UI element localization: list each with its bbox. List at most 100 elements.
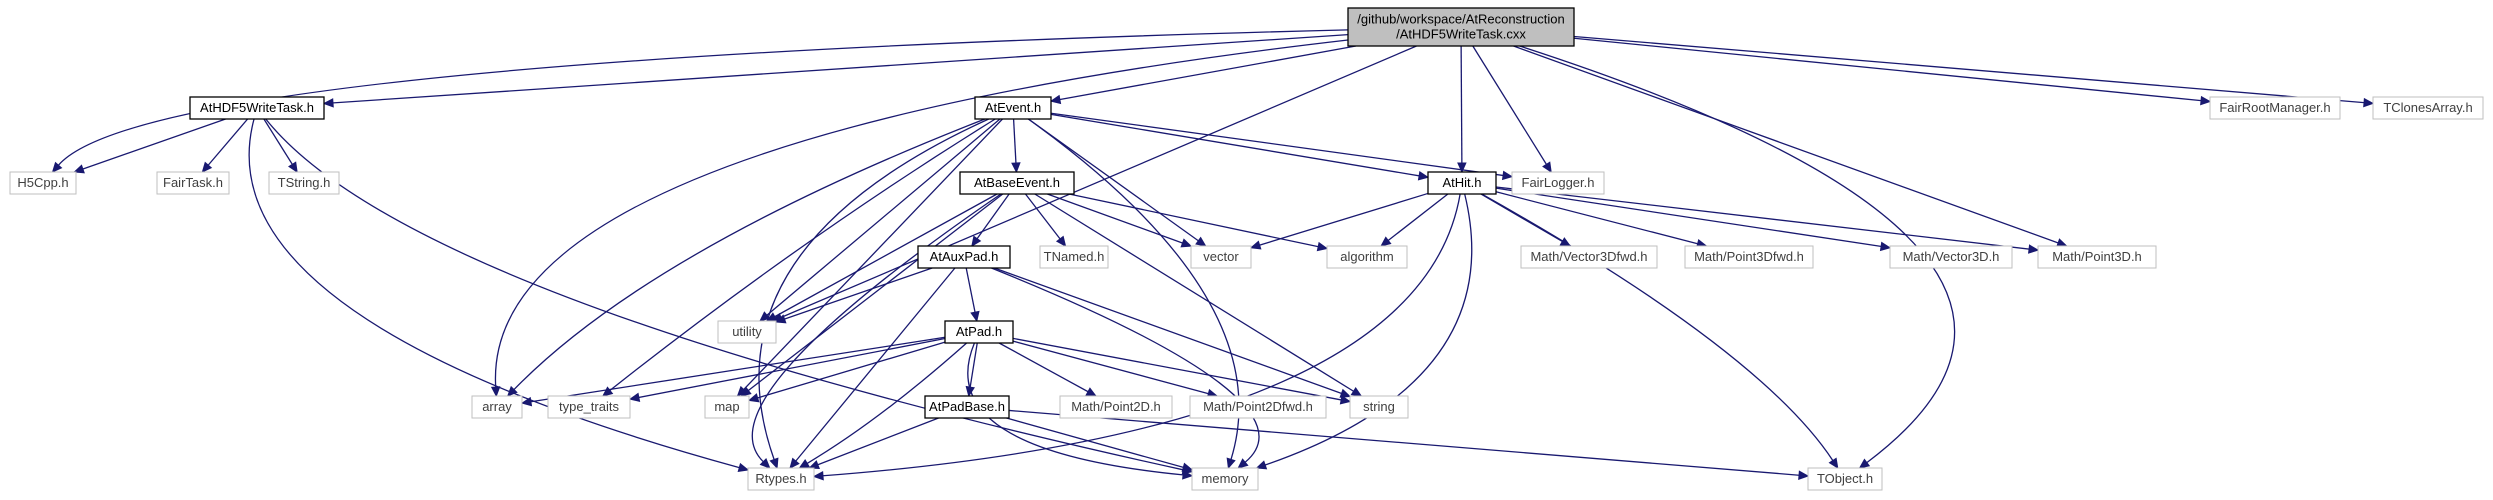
include-edge-line bbox=[1573, 37, 2211, 103]
include-edge-line bbox=[772, 45, 1417, 322]
node-label: Math/Point3Dfwd.h bbox=[1694, 249, 1804, 264]
include-edge-arrowhead bbox=[1237, 458, 1249, 469]
include-edge-line bbox=[1495, 186, 2039, 251]
include-edge-line bbox=[809, 417, 939, 469]
node-label: /AtHDF5WriteTask.cxx bbox=[1396, 27, 1526, 42]
include-edge-line bbox=[740, 193, 1004, 397]
external-header-node: TClonesArray.h bbox=[2372, 96, 2484, 120]
include-edge bbox=[1573, 35, 2375, 108]
include-edge-arrowhead bbox=[1011, 162, 1021, 174]
include-edge bbox=[789, 267, 956, 469]
include-edge-line bbox=[1264, 193, 1473, 466]
include-edge-line bbox=[263, 118, 298, 173]
include-edge bbox=[1380, 193, 1449, 247]
node-label: H5Cpp.h bbox=[17, 175, 68, 190]
node-label: AtPad.h bbox=[956, 324, 1002, 339]
include-edge bbox=[1049, 45, 1357, 105]
node-label: vector bbox=[1203, 249, 1239, 264]
node-label: TNamed.h bbox=[1044, 249, 1105, 264]
project-header-node[interactable]: AtAuxPad.h bbox=[917, 245, 1011, 269]
include-edge bbox=[1068, 193, 1329, 252]
include-edge-line bbox=[1027, 118, 1207, 247]
include-edge-line bbox=[1024, 193, 1067, 247]
include-edge-line bbox=[323, 33, 1349, 105]
node-label: Math/Point2Dfwd.h bbox=[1203, 399, 1313, 414]
project-header-node[interactable]: AtEvent.h bbox=[974, 96, 1052, 120]
node-label: algorithm bbox=[1340, 249, 1393, 264]
node-label: memory bbox=[1202, 471, 1249, 486]
include-edge bbox=[991, 267, 1260, 469]
include-edge-line bbox=[1472, 45, 1552, 173]
include-edge bbox=[263, 118, 298, 174]
include-edge bbox=[1495, 187, 1892, 252]
include-edge bbox=[1008, 409, 1810, 480]
root-file-node[interactable]: /github/workspace/AtReconstruction/AtHDF… bbox=[1347, 7, 1575, 47]
include-edge-arrowhead bbox=[601, 386, 614, 397]
include-edge-arrowhead bbox=[1858, 458, 1871, 469]
include-edge-arrowhead bbox=[1457, 162, 1467, 174]
include-edge-arrowhead bbox=[1316, 241, 1329, 252]
node-label: AtAuxPad.h bbox=[930, 249, 999, 264]
node-box bbox=[9, 171, 77, 195]
include-edge-line bbox=[1008, 409, 1809, 477]
include-edge-line bbox=[1050, 45, 1357, 102]
external-header-node: FairLogger.h bbox=[1511, 171, 1605, 195]
node-box bbox=[1059, 395, 1173, 419]
include-edge-line bbox=[494, 39, 1349, 388]
node-label: Math/Point3D.h bbox=[2052, 249, 2142, 264]
include-edge bbox=[506, 118, 986, 397]
node-box bbox=[1889, 245, 2013, 269]
node-box bbox=[917, 245, 1011, 269]
node-label: string bbox=[1363, 399, 1395, 414]
include-edge bbox=[798, 342, 968, 469]
external-header-node: Math/Vector3D.h bbox=[1889, 245, 2013, 269]
external-header-node: TObject.h bbox=[1807, 467, 1883, 491]
include-edge bbox=[758, 118, 990, 470]
include-edge-arrowhead bbox=[322, 98, 334, 108]
node-box bbox=[1326, 245, 1408, 269]
node-label: TClonesArray.h bbox=[2383, 100, 2472, 115]
node-box bbox=[2209, 96, 2341, 120]
project-header-node[interactable]: AtPadBase.h bbox=[924, 395, 1010, 419]
project-header-node[interactable]: AtHDF5WriteTask.h bbox=[189, 96, 325, 120]
include-edge-line bbox=[1481, 193, 1834, 461]
include-edge-arrowhead bbox=[1542, 161, 1552, 174]
include-edge bbox=[994, 267, 1352, 398]
include-edge-line bbox=[775, 267, 933, 323]
include-edge-arrowhead bbox=[737, 462, 750, 473]
node-label: Math/Vector3D.h bbox=[1903, 249, 2000, 264]
node-box bbox=[747, 467, 815, 491]
include-edge-line bbox=[1513, 45, 2067, 247]
external-header-node: map bbox=[704, 395, 750, 419]
include-edge bbox=[1513, 45, 2068, 248]
node-label: TString.h bbox=[278, 175, 331, 190]
node-box bbox=[1039, 245, 1109, 269]
node-box bbox=[1190, 245, 1252, 269]
include-edge-line bbox=[201, 118, 249, 173]
include-edge-arrowhead bbox=[774, 314, 787, 324]
node-layer: /github/workspace/AtReconstruction/AtHDF… bbox=[9, 7, 2484, 491]
node-box bbox=[1807, 467, 1883, 491]
include-edge bbox=[628, 337, 946, 403]
include-edge-arrowhead bbox=[1195, 236, 1207, 247]
include-edge-line bbox=[1006, 417, 1193, 471]
include-edge-arrowhead bbox=[2028, 244, 2040, 254]
include-edge-arrowhead bbox=[789, 457, 800, 469]
node-label: AtHDF5WriteTask.h bbox=[200, 100, 314, 115]
include-edge-line bbox=[1012, 340, 1218, 397]
include-edge-line bbox=[248, 118, 740, 469]
external-header-node: utility bbox=[717, 320, 777, 344]
project-header-node[interactable]: AtPad.h bbox=[944, 320, 1014, 344]
include-edge bbox=[1249, 192, 1429, 250]
include-edge-line bbox=[609, 118, 996, 391]
node-box bbox=[717, 320, 777, 344]
include-edge bbox=[1457, 45, 1467, 174]
include-edge-arrowhead bbox=[1380, 236, 1392, 247]
include-edge-arrowhead bbox=[2200, 95, 2212, 106]
project-header-node[interactable]: AtHit.h bbox=[1427, 171, 1497, 195]
include-edge-line bbox=[991, 267, 1260, 463]
include-edge bbox=[1255, 193, 1473, 470]
node-label: type_traits bbox=[559, 399, 619, 414]
project-header-node[interactable]: AtBaseEvent.h bbox=[959, 171, 1075, 195]
